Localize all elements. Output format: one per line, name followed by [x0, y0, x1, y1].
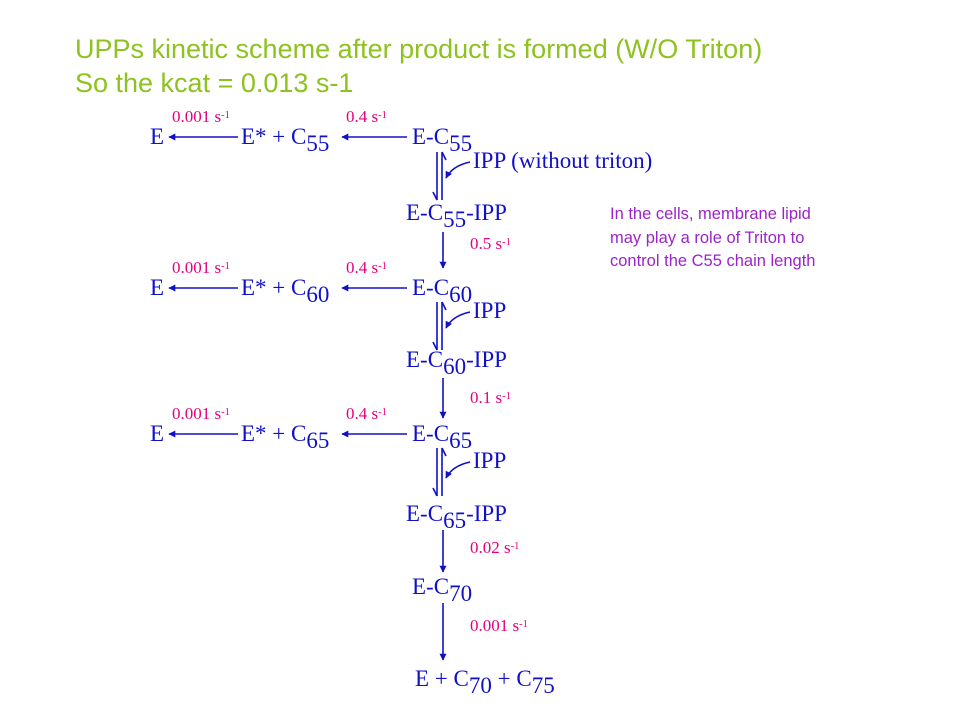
ipp-binding-arrow [445, 311, 471, 329]
free-enzyme-label: E [150, 275, 164, 300]
reversible-arrow-barb [432, 191, 438, 201]
elongation-rate-label: 0.5 s-1 [470, 234, 511, 253]
enzyme-product-complex-label: E-C60 [412, 275, 472, 307]
dissociation-rate-label: 0.4 s-1 [346, 107, 387, 126]
slide-title-line2: So the kcat = 0.013 s-1 [75, 68, 354, 98]
ipp-label: IPP [473, 298, 506, 323]
enzyme-ipp-complex-label: E-C65-IPP [406, 501, 507, 533]
reversible-arrow-barb [441, 301, 447, 311]
dissociation-rate-label: 0.4 s-1 [346, 404, 387, 423]
side-note-line1: In the cells, membrane lipid [610, 205, 811, 223]
side-note: In the cells, membrane lipid may play a … [610, 203, 930, 274]
ipp-binding-arrow [445, 461, 471, 479]
final-products-label: E + C70 + C75 [415, 666, 555, 698]
release-rate-label: 0.001 s-1 [172, 404, 230, 423]
enzyme-product-complex-label: E-C55 [412, 124, 472, 156]
reversible-arrow-barb [441, 447, 447, 457]
enzyme-ipp-complex-label: E-C55-IPP [406, 200, 507, 232]
c70-complex-label: E-C70 [412, 574, 472, 606]
side-note-line3: control the C55 chain length [610, 252, 816, 270]
free-enzyme-label: E [150, 124, 164, 149]
reversible-arrow-barb [432, 487, 438, 497]
elongation-rate-label: 0.02 s-1 [470, 538, 519, 557]
released-product-label: E* + C65 [241, 421, 329, 453]
released-product-label: E* + C60 [241, 275, 329, 307]
side-note-line2: may play a role of Triton to [610, 228, 805, 247]
released-product-label: E* + C55 [241, 124, 329, 156]
free-enzyme-label: E [150, 421, 164, 446]
ipp-label: IPP (without triton) [473, 148, 652, 173]
enzyme-ipp-complex-label: E-C60-IPP [406, 347, 507, 379]
dissociation-rate-label: 0.4 s-1 [346, 258, 387, 277]
ipp-label: IPP [473, 448, 506, 473]
release-rate-label: 0.001 s-1 [172, 107, 230, 126]
ipp-binding-arrow [445, 161, 471, 179]
elongation-rate-label: 0.1 s-1 [470, 388, 511, 407]
enzyme-product-complex-label: E-C65 [412, 421, 472, 453]
elongation-rate-label: 0.001 s-1 [470, 616, 528, 635]
slide-title-line1: UPPs kinetic scheme after product is for… [75, 34, 763, 64]
reversible-arrow-barb [441, 151, 447, 161]
reversible-arrow-barb [432, 341, 438, 351]
release-rate-label: 0.001 s-1 [172, 258, 230, 277]
